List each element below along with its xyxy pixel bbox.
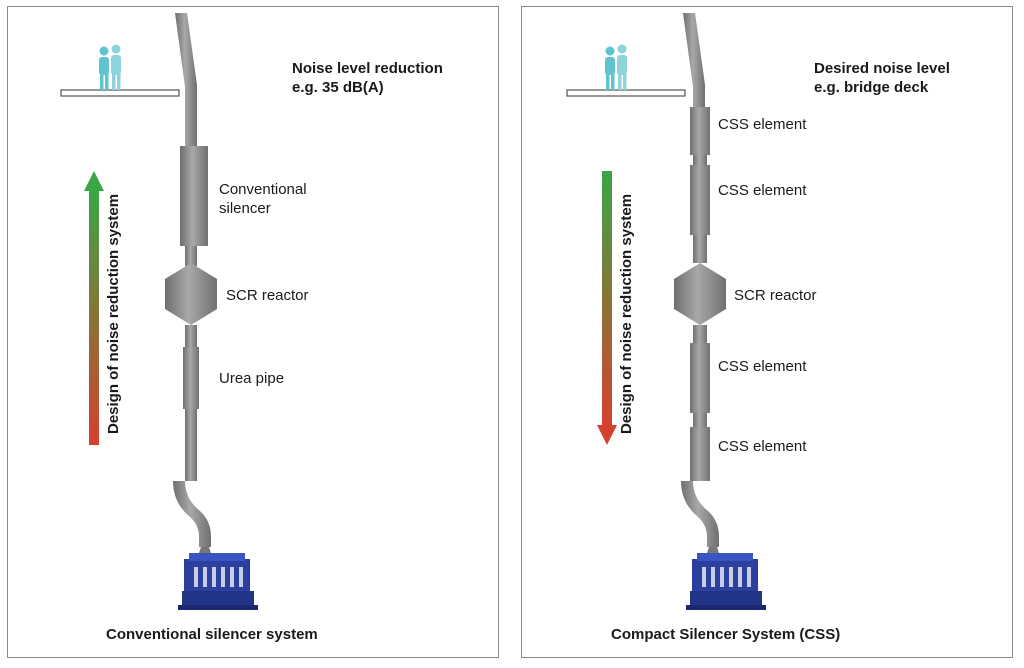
css-system-panel: Desired noise level e.g. bridge deck CSS… — [521, 6, 1013, 658]
conventional-system-panel: Noise level reduction e.g. 35 dB(A) Conv… — [7, 6, 499, 658]
label-urea-pipe: Urea pipe — [219, 370, 285, 387]
exhaust-stack — [674, 13, 726, 559]
left-heading-line1: Noise level reduction — [292, 60, 443, 77]
design-arrow-up — [84, 171, 104, 445]
left-heading-line2: e.g. 35 dB(A) — [292, 79, 384, 96]
label-css-element-3: CSS element — [718, 358, 807, 375]
label-scr-reactor: SCR reactor — [734, 287, 817, 304]
left-axis-label: Design of noise reduction system — [105, 193, 122, 434]
people-icon — [99, 44, 121, 90]
left-caption: Conventional silencer system — [106, 626, 318, 643]
design-arrow-down — [597, 171, 617, 445]
label-conventional-silencer: Conventional silencer — [219, 181, 307, 217]
conventional-system-illustration — [60, 13, 258, 610]
right-caption: Compact Silencer System (CSS) — [611, 626, 841, 643]
css-system-illustration — [566, 13, 766, 610]
label-css-element-2: CSS element — [718, 182, 807, 199]
engine-icon — [686, 553, 766, 610]
right-heading-line1: Desired noise level — [814, 60, 950, 77]
right-heading-line2: e.g. bridge deck — [814, 79, 929, 96]
bridge-deck-platform — [60, 89, 180, 97]
label-css-element-1: CSS element — [718, 116, 807, 133]
label-scr-reactor: SCR reactor — [226, 287, 309, 304]
bridge-deck-platform — [566, 89, 686, 97]
right-axis-label: Design of noise reduction system — [618, 193, 635, 434]
engine-icon — [178, 553, 258, 610]
people-icon — [605, 44, 627, 90]
label-css-element-4: CSS element — [718, 438, 807, 455]
